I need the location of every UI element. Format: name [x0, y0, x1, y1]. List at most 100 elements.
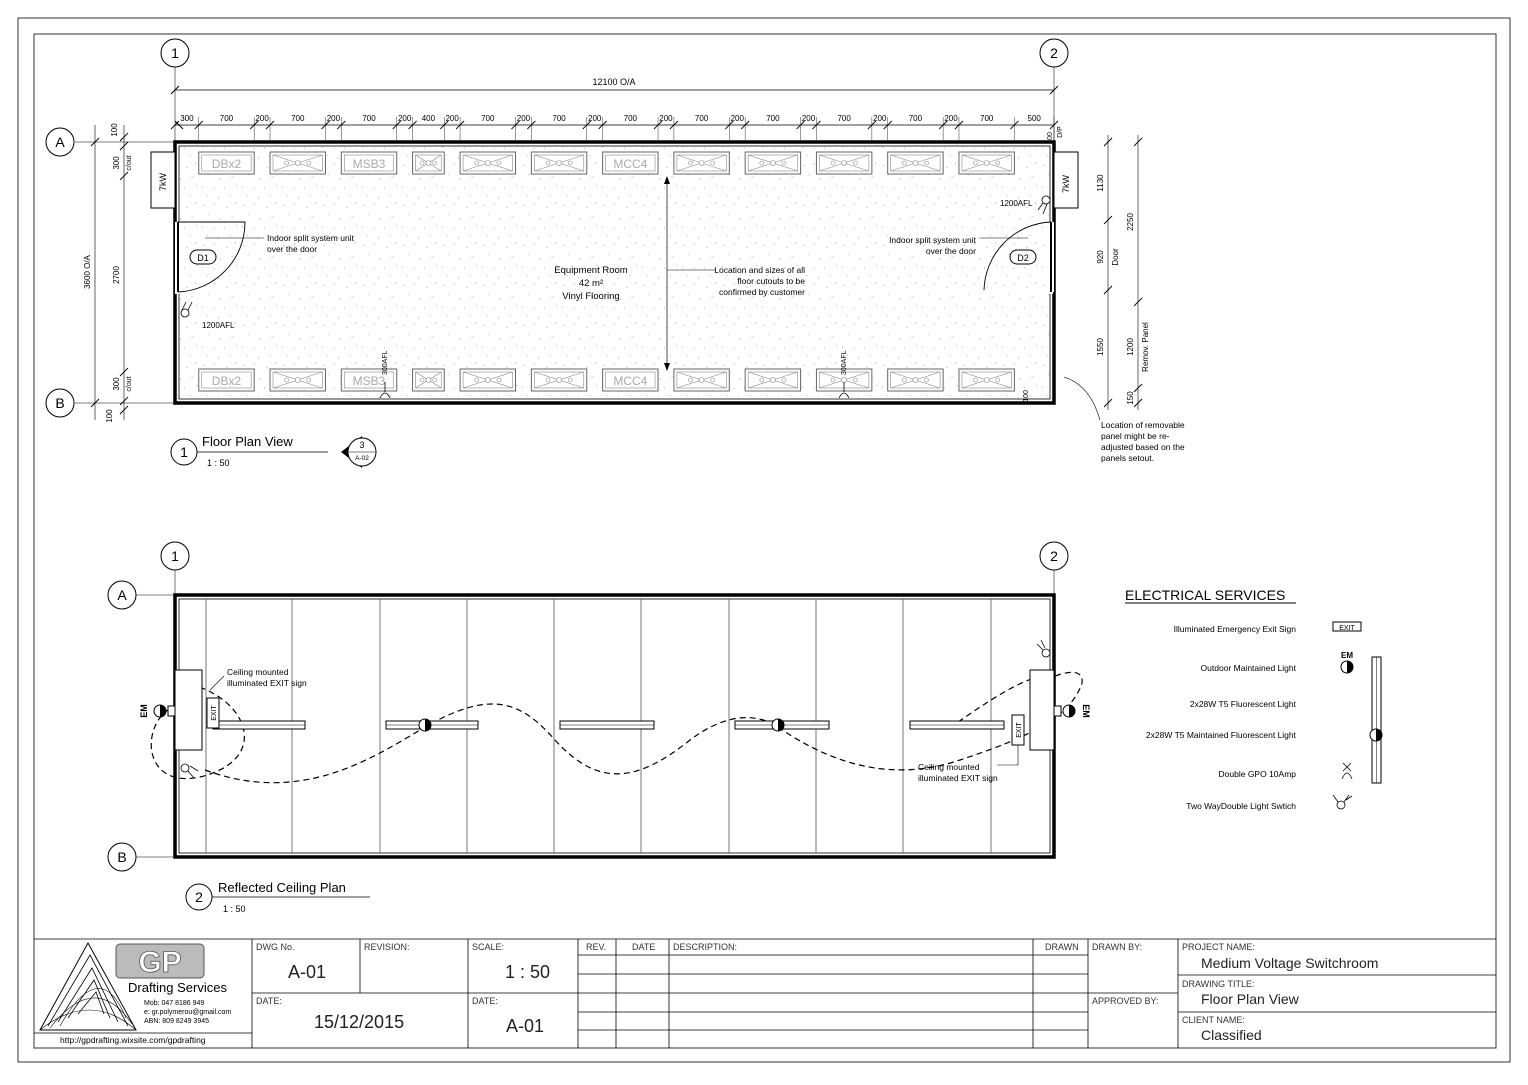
- switchboard-panel: [815, 368, 873, 392]
- note-text: Indoor split system unit: [889, 235, 977, 245]
- dim-label: 200: [659, 114, 673, 123]
- afl-label: 300AFL: [382, 350, 389, 375]
- date-label: DATE:: [256, 996, 282, 1006]
- company-logo: GP: [39, 941, 205, 1031]
- afl-label: 1200AFL: [202, 321, 235, 330]
- grid-label: 1: [171, 548, 179, 564]
- legend-title: ELECTRICAL SERVICES: [1125, 587, 1285, 603]
- logo-text: GP: [138, 946, 181, 979]
- panel-label: MCC4: [613, 374, 647, 388]
- drawn-column-header: DRAWN: [1045, 942, 1079, 952]
- dim-label: 700: [220, 114, 234, 123]
- em-light-icon: [1340, 660, 1354, 674]
- em-light-icon: [1053, 704, 1076, 718]
- light-switch-icon: [1037, 195, 1051, 215]
- company-email[interactable]: e: gr.polymerou@gmail.com: [144, 1009, 232, 1016]
- switchboard-panel: [412, 368, 445, 392]
- date2-label: DATE:: [472, 996, 498, 1006]
- door-tag-d2: [1009, 249, 1037, 265]
- project-name-value: Medium Voltage Switchroom: [1201, 955, 1379, 971]
- panel-label: MSB3: [353, 374, 386, 388]
- gpo-icon: [379, 382, 391, 399]
- room-floor: Vinyl Flooring: [562, 291, 619, 302]
- dim-label: D/P: [1057, 126, 1064, 138]
- legend-label: Double GPO 10Amp: [1219, 769, 1297, 779]
- outer-border: [17, 17, 1511, 1063]
- dim-label: 700: [980, 114, 994, 123]
- ac-unit-left: [174, 669, 203, 751]
- note-text: illuminated EXIT sign: [918, 773, 998, 783]
- grid-label: A: [117, 587, 127, 603]
- switchboard-panel: MSB3: [340, 151, 398, 175]
- switchboard-panel: [459, 151, 517, 175]
- drawing-title-value: Floor Plan View: [1201, 991, 1299, 1007]
- grid-label: B: [55, 395, 64, 411]
- note-text: confirmed by customer: [719, 287, 805, 297]
- dim-label: 200: [327, 114, 341, 123]
- note-text: Location of removable: [1101, 420, 1185, 430]
- dim-label: 700: [362, 114, 376, 123]
- dim-label: 100: [105, 409, 114, 423]
- note-text: Indoor split system unit: [267, 233, 355, 243]
- grid-label: A: [55, 134, 65, 150]
- light-switch-icon: [1332, 794, 1353, 810]
- equipment-room-outline: [173, 140, 1056, 405]
- dim-label: 700: [624, 114, 638, 123]
- dim-label: 200: [255, 114, 269, 123]
- scale-label: SCALE:: [472, 942, 505, 952]
- client-name-label: CLIENT NAME:: [1182, 1015, 1245, 1025]
- view-number: 1: [180, 444, 188, 460]
- switchboard-panel: [958, 368, 1015, 392]
- dim-label: Door: [1111, 248, 1120, 266]
- view-scale: 1 : 50: [207, 458, 230, 468]
- em-light-icon: [153, 704, 176, 718]
- company-abn: ABN: 809 8249 3945: [144, 1018, 209, 1025]
- grid-bubble-b: [107, 842, 137, 872]
- dim-label: 300: [112, 377, 121, 391]
- grid-bubble-b: [45, 388, 75, 418]
- company-website-link[interactable]: http://gpdrafting.wixsite.com/gpdrafting: [60, 1035, 206, 1045]
- switchboard-panel: [530, 151, 588, 175]
- note-text: Location and sizes of all: [714, 265, 805, 275]
- dim-label: 2250: [1126, 213, 1135, 231]
- dim-label: 700: [695, 114, 709, 123]
- note-text: over the door: [267, 244, 317, 254]
- switchboard-panel: [958, 151, 1015, 175]
- date-value: 15/12/2015: [314, 1012, 405, 1032]
- legend-exit-text: EXIT: [1339, 625, 1355, 632]
- dwg-no-value: A-01: [288, 962, 327, 982]
- grid-label: 2: [1050, 45, 1058, 61]
- note-text: Ceiling mounted: [227, 667, 289, 677]
- note-text: over the door: [926, 246, 976, 256]
- dim-label: 700: [837, 114, 851, 123]
- switchboard-panel: [815, 151, 873, 175]
- ac-unit-right: [1053, 151, 1079, 209]
- grid-bubble-a: [107, 580, 137, 610]
- switchboard-panel: MCC4: [602, 151, 659, 175]
- grid-bubble-1: [160, 38, 190, 68]
- dim-label: 200: [588, 114, 602, 123]
- fluorescent-light-icon: [909, 720, 1005, 730]
- section-number: 3: [359, 440, 364, 450]
- door-d1-swing: [177, 221, 246, 293]
- gpo-icon: [1341, 762, 1353, 780]
- top-panel-row: DBx2 MSB3 MCC4: [198, 151, 1015, 175]
- fluorescent-light-icon: [1371, 656, 1382, 784]
- section-sheet: A-02: [355, 455, 369, 462]
- dwg-no-label: DWG No.: [256, 942, 295, 952]
- grid-label: 2: [1050, 548, 1058, 564]
- note-text: floor cutouts to be: [737, 276, 805, 286]
- legend-em-text: EM: [1341, 651, 1353, 660]
- panel-label: DBx2: [212, 157, 242, 171]
- switchboard-panel: [269, 151, 326, 175]
- view-title: Floor Plan View: [202, 434, 293, 449]
- note-text: panel might be re-: [1101, 431, 1170, 441]
- scale-value: 1 : 50: [505, 962, 551, 982]
- company-name: Drafting Services: [128, 980, 227, 995]
- switchboard-panel: [673, 368, 730, 392]
